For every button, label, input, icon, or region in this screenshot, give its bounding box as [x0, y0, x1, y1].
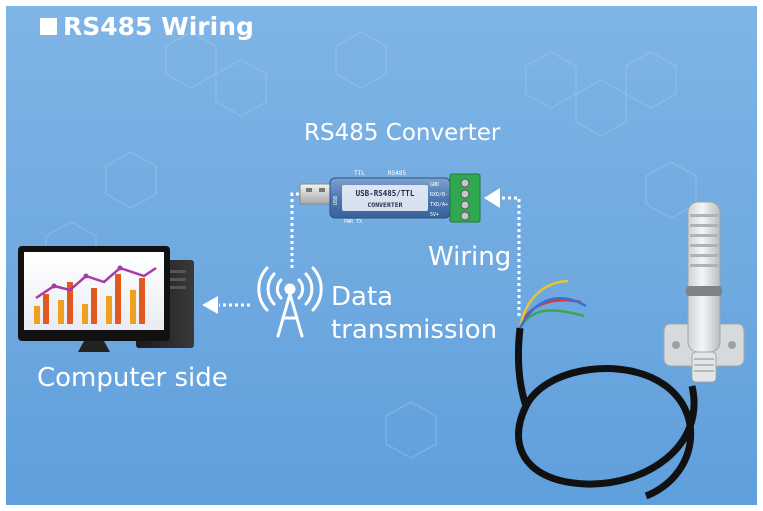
screen-bar-chart-graphic	[34, 265, 157, 324]
dotted-arrow-wiring-to-converter	[484, 188, 521, 316]
converter-sub-text: CONVERTER	[367, 201, 402, 209]
converter-main-text: USB-RS485/TTL	[356, 189, 415, 198]
computer-side-label: Computer side	[37, 363, 228, 393]
wire-yellow	[518, 279, 569, 329]
converter-rs485-text: RS485	[388, 170, 406, 177]
data-transmission-label: Data transmission	[331, 281, 497, 347]
dotted-arrow-converter-to-tower	[290, 192, 299, 268]
page-title: RS485 Wiring	[40, 12, 254, 41]
diagram-canvas: RS485 Wiring RS485 Converter Wiring Data…	[6, 6, 757, 505]
title-square-bullet	[40, 18, 57, 35]
usb-plug	[299, 183, 334, 205]
pin-label-gnd: GND	[430, 182, 439, 188]
diagram-artwork: USB-RS485/TTL CONVERTER TTL RS485 USB PW…	[18, 170, 745, 500]
usb-rs485-converter: USB-RS485/TTL CONVERTER TTL RS485 USB PW…	[299, 170, 481, 225]
wire-blue	[518, 297, 587, 329]
humidity-sensor-probe	[514, 201, 745, 500]
converter-led-text: PWR TX	[344, 219, 362, 225]
converter-ttl-text: TTL	[354, 170, 365, 177]
computer-illustration	[18, 246, 194, 352]
sensor-cable	[515, 365, 698, 500]
pin-label-5v: 5V+	[430, 212, 439, 218]
wireless-tower-icon	[257, 266, 323, 338]
dotted-arrow-tower-to-computer	[202, 296, 250, 314]
data-transmission-line-2: transmission	[331, 315, 498, 345]
pin-label-rxd: RXD/B-	[430, 192, 448, 198]
pin-label-txd: TXD/A+	[430, 202, 448, 208]
converter-label: RS485 Converter	[304, 120, 501, 146]
converter-usb-text: USB	[333, 196, 339, 205]
title-text: RS485 Wiring	[63, 12, 254, 41]
wiring-label: Wiring	[428, 242, 512, 272]
data-transmission-line-1: Data	[331, 282, 394, 312]
converter-label-plate	[342, 185, 428, 211]
